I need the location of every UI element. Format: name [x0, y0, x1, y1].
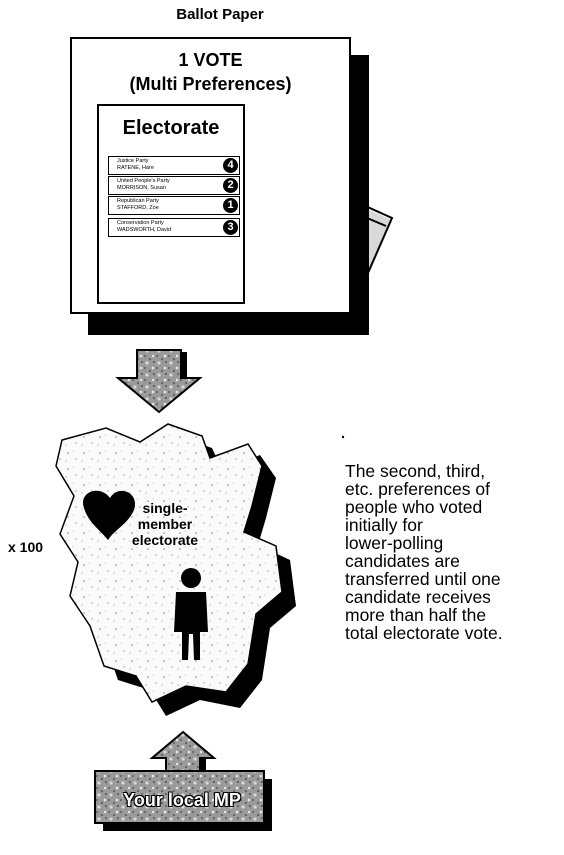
- preference-number: 3: [223, 220, 238, 235]
- candidate-name: RATENE, Hare: [117, 165, 154, 171]
- explanation-line: initially for: [345, 515, 423, 535]
- candidate-row: Conservation Party WADSWORTH, David 3: [108, 218, 240, 237]
- map-blob: [82, 490, 136, 540]
- candidate-party: Republican Party: [117, 198, 159, 204]
- preference-number: 1: [223, 198, 238, 213]
- explanation-line: people who voted: [345, 497, 483, 517]
- map-label: single- member electorate: [115, 500, 215, 548]
- candidate-name: STAFFORD, Zoe: [117, 205, 159, 211]
- explanation-line: lower-polling: [345, 533, 444, 553]
- candidate-name: WADSWORTH, David: [117, 227, 172, 233]
- map-label-line: electorate: [131, 532, 199, 548]
- candidate-party: Conservation Party: [117, 220, 164, 226]
- electorate-title: Electorate: [122, 117, 220, 139]
- map-label-line: member: [137, 516, 193, 532]
- mp-box: [94, 770, 272, 831]
- candidate-text: Republican Party STAFFORD, Zoe: [117, 198, 159, 212]
- candidate-party: United People's Party: [117, 178, 170, 184]
- multiplier-label: x 100: [8, 539, 44, 555]
- ballot-caption: Ballot Paper: [176, 6, 264, 23]
- up-arrow-icon: [149, 730, 217, 773]
- candidate-party: Justice Party: [117, 158, 149, 164]
- candidate-row: United People's Party MORRISON, Susan 2: [108, 176, 240, 195]
- ballot-subtitle: (Multi Preferences): [129, 74, 292, 94]
- stray-dot: [341, 435, 345, 439]
- explanation-line: candidate receives: [345, 587, 491, 607]
- explanation-text: The second, third, etc. preferences of p…: [345, 462, 560, 642]
- explanation-line: more than half the: [345, 605, 487, 625]
- candidate-text: United People's Party MORRISON, Susan: [117, 178, 170, 192]
- explanation-line: etc. preferences of: [345, 479, 490, 499]
- explanation-line: transferred until one: [345, 569, 501, 589]
- candidate-row: Justice Party RATENE, Hare 4: [108, 156, 240, 175]
- map-label-line: single-: [142, 500, 188, 516]
- preference-number: 4: [223, 158, 238, 173]
- explanation-line: candidates are: [345, 551, 460, 571]
- down-arrow-icon: [115, 349, 203, 414]
- explanation-line: The second, third,: [345, 461, 486, 481]
- electorate-map: [55, 423, 283, 703]
- candidate-text: Conservation Party WADSWORTH, David: [117, 220, 171, 234]
- candidate-row: Republican Party STAFFORD, Zoe 1: [108, 196, 240, 215]
- person-icon: [174, 568, 208, 660]
- mp-label: Your local MP: [123, 790, 241, 810]
- ballot-title: 1 VOTE: [178, 50, 243, 70]
- candidate-text: Justice Party RATENE, Hare: [117, 158, 154, 172]
- explanation-line: total electorate vote.: [345, 623, 503, 643]
- preference-number: 2: [223, 178, 238, 193]
- candidate-name: MORRISON, Susan: [117, 185, 166, 191]
